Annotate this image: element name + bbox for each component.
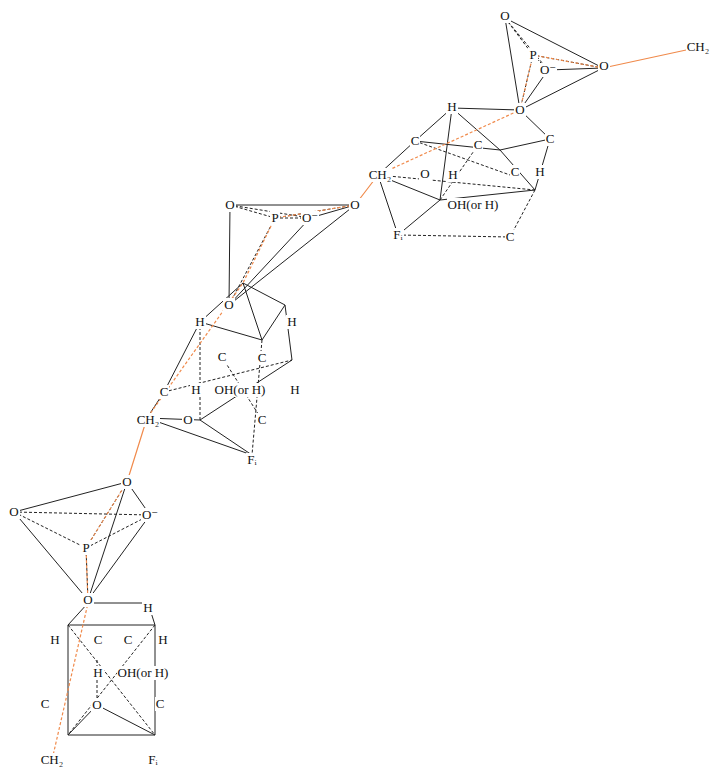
sugar-ring: [378, 108, 550, 235]
atom-label: O: [349, 198, 360, 212]
atom-label: P: [270, 211, 279, 225]
sugar-ring: [378, 141, 535, 237]
chain-line: [52, 55, 603, 760]
atom-label: H: [190, 383, 201, 397]
atom-label: O: [121, 475, 132, 489]
atom-label: O: [514, 103, 525, 117]
atom-label: H: [289, 383, 300, 397]
atom-label: CH₂: [40, 753, 65, 767]
atom-label: O: [8, 505, 19, 519]
atom-label: H: [286, 315, 297, 329]
atom-label: C: [159, 385, 170, 399]
atom-label: O: [182, 413, 193, 427]
atom-label: C: [123, 633, 134, 647]
atom-label: C: [217, 350, 228, 364]
atom-label: H: [142, 601, 153, 615]
atom-label: P: [528, 48, 537, 62]
atom-label: C: [473, 138, 484, 152]
atom-label: H: [534, 165, 545, 179]
atom-label: O: [224, 198, 235, 212]
atom-label: H: [157, 633, 168, 647]
atom-label: O⁻: [141, 508, 159, 522]
sugar-ring: [164, 322, 292, 455]
atom-label: OH(or H): [214, 383, 267, 397]
atom-label: C: [505, 230, 516, 244]
atom-label: CH₂: [368, 168, 393, 182]
atom-label: O⁻: [539, 63, 557, 77]
atom-label: O: [419, 167, 430, 181]
atom-label: C: [93, 633, 104, 647]
sugar-ring: [68, 625, 155, 735]
sugar-ring: [147, 283, 292, 455]
phosphate-tetrahedron: [14, 482, 150, 600]
phosphate-tetrahedron: [14, 482, 150, 600]
atom-label: OH(or H): [117, 666, 170, 680]
atom-label: O: [598, 59, 609, 73]
atom-label: CH₂: [136, 413, 161, 427]
phosphate-tetrahedron: [229, 205, 355, 305]
atom-label: H: [446, 100, 457, 114]
phosphate-tetrahedron: [505, 18, 603, 110]
atom-label: CH₂: [686, 40, 711, 54]
atom-label: O: [499, 9, 510, 23]
atom-label: H: [194, 315, 205, 329]
atom-label: H: [92, 666, 103, 680]
phosphate-tetrahedron: [229, 205, 355, 305]
atom-label: O⁻: [301, 211, 319, 225]
atom-label: C: [410, 134, 421, 148]
atom-label: O: [91, 698, 102, 712]
atom-label: O: [223, 298, 234, 312]
atom-label: C: [545, 132, 556, 146]
atom-label: Fᵢ: [246, 453, 257, 467]
atom-label: C: [257, 351, 268, 365]
atom-label: C: [155, 697, 166, 711]
chain-line: [127, 47, 700, 482]
atom-label: Fᵢ: [147, 753, 158, 767]
phosphate-tetrahedron: [505, 18, 603, 110]
atom-label: C: [257, 413, 268, 427]
atom-label: OH(or H): [447, 198, 500, 212]
atom-label: C: [510, 165, 521, 179]
atom-label: H: [49, 633, 60, 647]
atom-label: O: [82, 593, 93, 607]
atom-label: Fᵢ: [392, 228, 403, 242]
atom-label: P: [81, 541, 90, 555]
atom-label: C: [40, 697, 51, 711]
atom-label: H: [447, 168, 458, 182]
